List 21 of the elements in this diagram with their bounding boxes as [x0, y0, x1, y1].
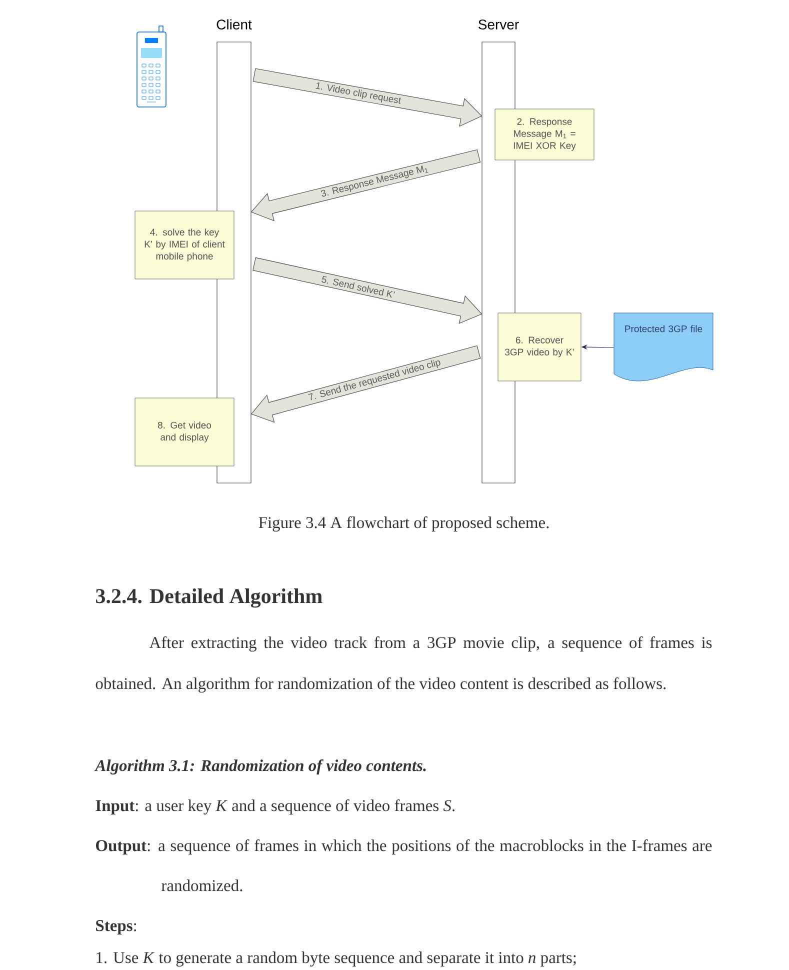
process-box: 8. Get video and display — [134, 398, 234, 466]
lifeline-label: Client — [216, 19, 252, 30]
process-box: 2. Response Message M$_{1}$ = IMEI XOR Key — [494, 108, 594, 160]
paragraph: After extracting the video track from a 3GP movie clip, a sequence of frames is obtained. An algorithm for randomization of the video content is described as follows. — [96, 636, 712, 693]
text-line: 1. Use K to generate a random byte sequence and separate it into n parts; — [96, 952, 576, 967]
block-arrow — [252, 257, 482, 324]
edge-label: 3. Response Message M$_{1}$ — [321, 166, 428, 197]
text-line: Output: a sequence of frames in which the positions of the macroblocks in the I-frames are randomized. — [96, 839, 712, 892]
block-arrow — [250, 149, 481, 222]
process-box: 6. Recover 3GP video by K’ — [498, 312, 582, 382]
text-line: Steps: — [96, 920, 136, 934]
algorithm-title: Algorithm 3.1: Randomization of video contents. — [94, 759, 426, 774]
lifeline-label: Server — [478, 20, 519, 30]
process-box: 4. solve the key K’ by IMEI of client mobile phone — [134, 210, 234, 280]
figure-caption: Figure 3.4 A flowchart of proposed scheme. — [258, 516, 549, 532]
text-line: Input: a user key K and a sequence of video frames S. — [96, 799, 455, 815]
block-arrow — [250, 345, 481, 423]
edge-label: 5. Send solved K’ — [322, 276, 395, 298]
edge-label: 1. Video clip request — [316, 82, 402, 104]
section-heading: 3.2.4. Detailed Algorithm — [96, 588, 322, 608]
block-arrow — [252, 68, 482, 127]
